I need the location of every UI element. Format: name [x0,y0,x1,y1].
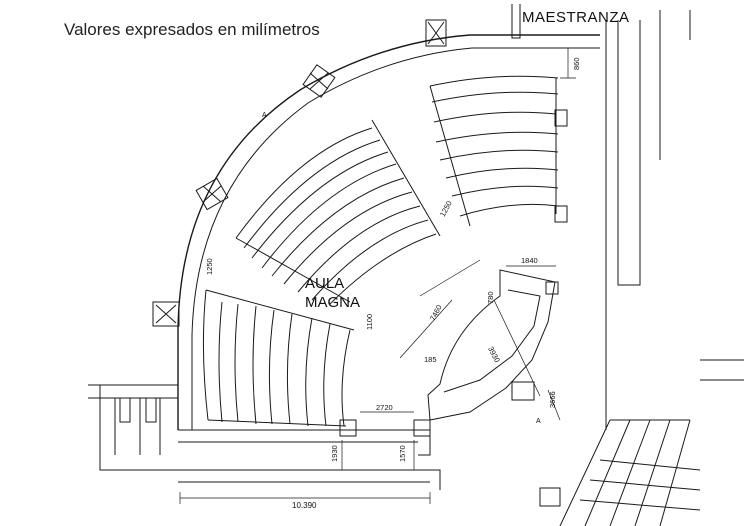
room-name: AULA MAGNA [305,274,385,312]
drawing-title: Valores expresados en milímetros [64,20,320,39]
far-right-lines [659,10,691,160]
staircase [539,359,744,526]
seating-block-left [202,289,355,427]
dim-1570: 1570 [398,445,407,462]
top-right-wall [511,4,521,39]
dim-1100: 1100 [365,313,374,330]
dim-1930: 1930 [330,445,339,462]
room-name-line2: MAGNA [305,294,361,311]
seating-block-right [429,75,559,227]
lower-wall [178,469,441,490]
left-annex [99,385,178,471]
bottom-wall [88,384,431,456]
column-left-2 [145,397,157,423]
right-wall [605,20,641,430]
dim-3666: 3666 [548,391,557,408]
dim-780: 780 [486,291,495,304]
dim-1840: 1840 [521,256,538,265]
section-mark-a-top: A [262,112,267,119]
dim-2720: 2720 [376,403,393,412]
wall-pillars [152,19,568,437]
section-mark-a-bottom: A [536,418,541,425]
seating-block-middle [235,119,441,305]
column-left-1 [119,397,131,423]
stage-outline [427,269,559,421]
outer-wall-outer [177,34,600,430]
dim-185: 185 [424,355,437,364]
dim-1250-left: 1250 [205,258,214,275]
dimension-lines [179,47,576,504]
dim-10390: 10.390 [292,501,317,510]
outer-wall-inner [191,47,600,430]
neighbor-room-label: MAESTRANZA [522,9,630,26]
dim-860: 860 [572,57,581,70]
room-name-line1: AULA [305,275,345,292]
